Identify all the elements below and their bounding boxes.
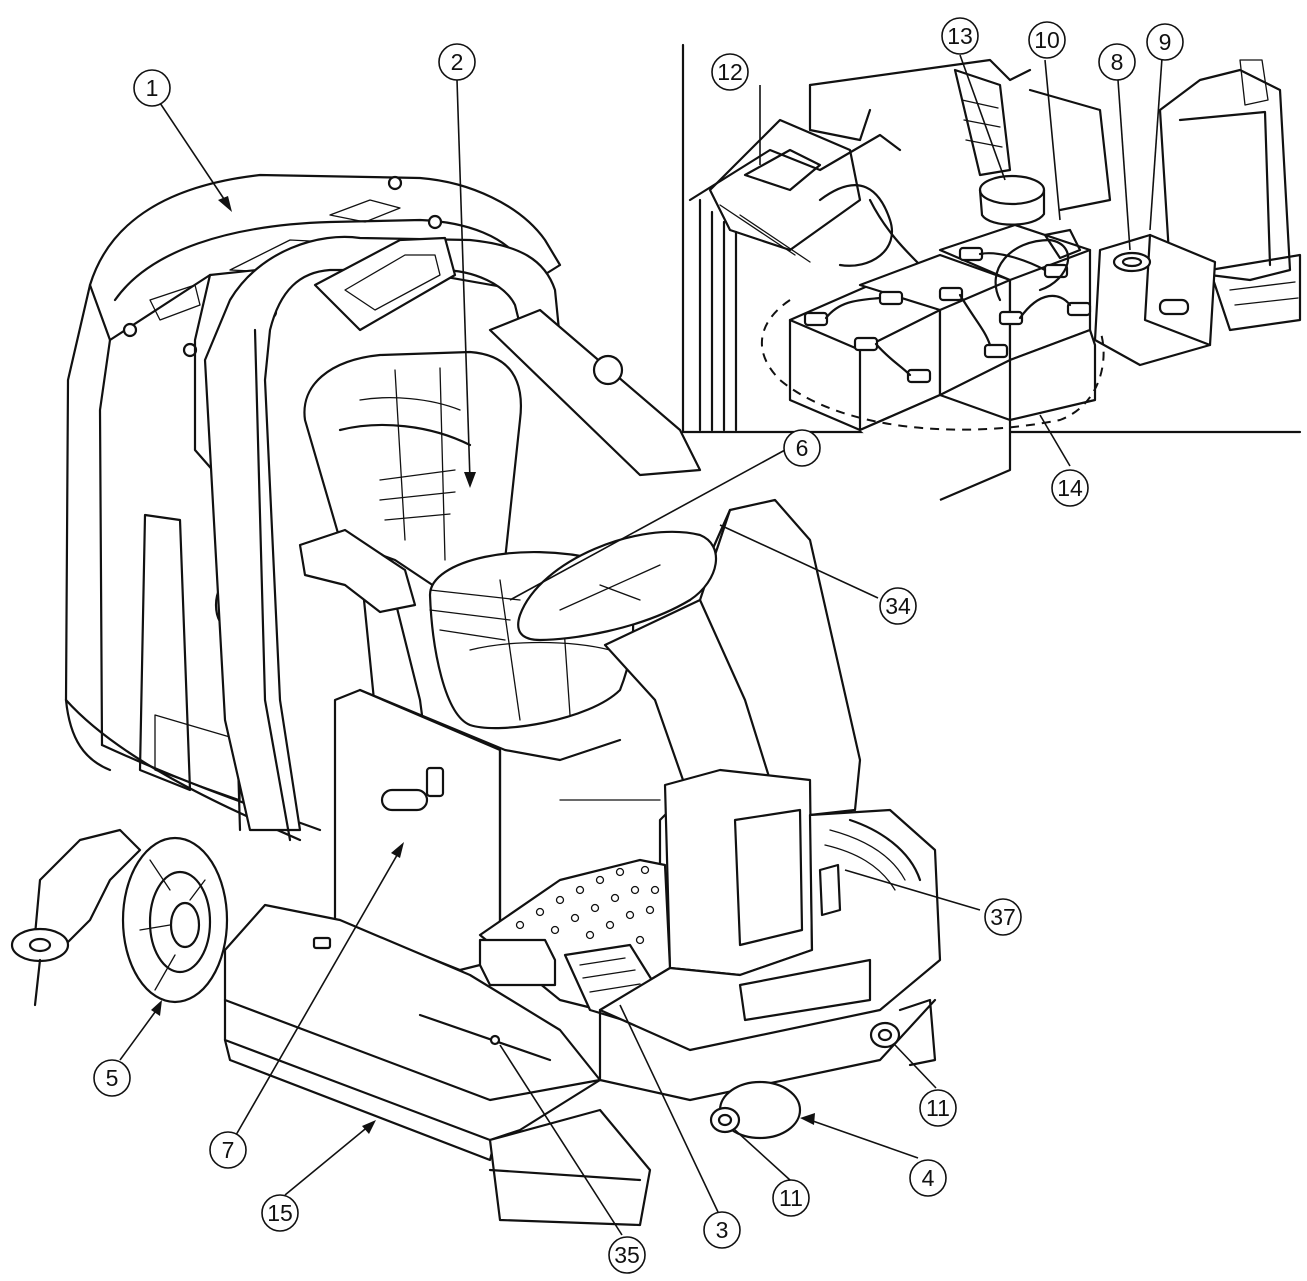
callout-9-label: 9 [1159,29,1172,55]
callout-13: 13 [941,17,979,55]
callout-2-label: 2 [451,49,464,75]
callout-11b-label: 11 [926,1095,950,1121]
leader-lines [119,54,1163,1236]
callout-4-label: 4 [922,1165,935,1191]
callout-14-label: 14 [1057,475,1083,501]
callout-7-label: 7 [222,1137,235,1163]
callout-34: 34 [879,587,917,625]
callout-37: 37 [984,898,1022,936]
callout-10: 10 [1028,21,1066,59]
callout-4: 4 [909,1159,947,1197]
callout-9: 9 [1146,23,1184,61]
callout-2: 2 [438,43,476,81]
callout-10-label: 10 [1034,27,1060,53]
callout-15: 15 [261,1194,299,1232]
callout-11b: 11 [919,1089,957,1127]
callout-8-label: 8 [1111,49,1124,75]
callout-12-label: 12 [717,59,743,85]
floor-plate-holes [515,865,660,945]
callout-5-label: 5 [106,1065,119,1091]
callout-6: 6 [783,429,821,467]
callout-13-label: 13 [947,23,973,49]
callout-3: 3 [703,1211,741,1249]
callout-8: 8 [1098,43,1136,81]
callout-3-label: 3 [716,1217,729,1243]
callout-1-label: 1 [146,75,159,101]
callout-35-label: 35 [614,1242,640,1268]
callout-11a-label: 11 [779,1185,803,1211]
rear-wheel [121,836,229,1004]
callout-6-label: 6 [796,435,809,461]
callout-5: 5 [93,1059,131,1097]
callout-12: 12 [711,53,749,91]
callout-34-label: 34 [885,593,911,619]
callout-11a: 11 [772,1179,810,1217]
callout-1: 1 [133,69,171,107]
callout-37-label: 37 [990,904,1016,930]
callout-7: 7 [209,1131,247,1169]
battery-compartment-inset [681,43,1302,502]
callout-14: 14 [1051,469,1089,507]
callout-35: 35 [608,1236,646,1274]
callout-15-label: 15 [267,1200,293,1226]
scrubber-machine-body [10,173,942,1227]
